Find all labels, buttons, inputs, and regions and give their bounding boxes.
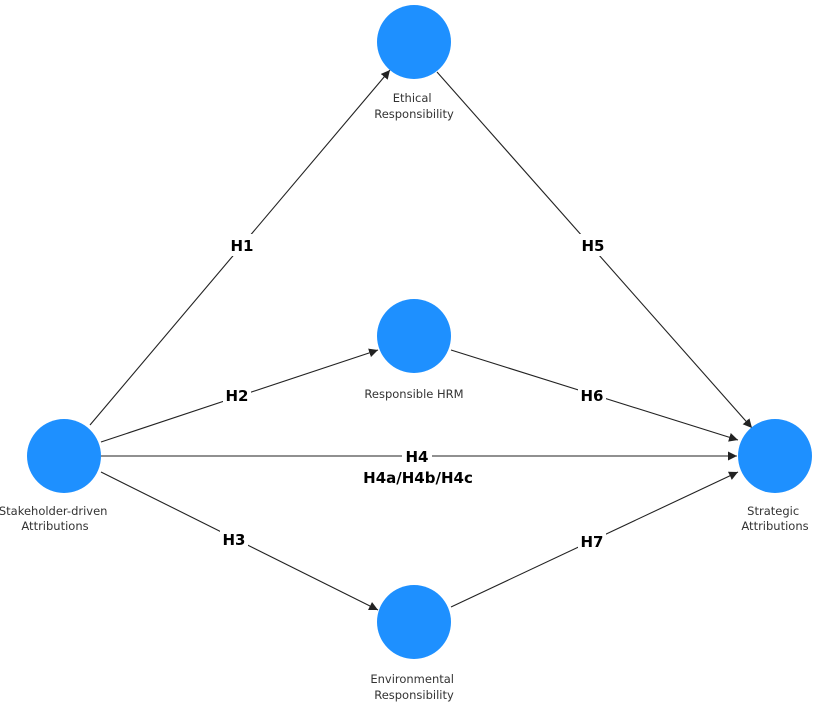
node-label-environmental: Environmental Responsibility [370, 672, 457, 702]
edge-label-h1: H1 [231, 237, 254, 255]
edge-label-h7: H7 [581, 533, 604, 551]
node-label-stakeholder-line-2: Attributions [21, 519, 88, 533]
edge-label-h3: H3 [223, 531, 246, 549]
node-ethical-responsibility [377, 5, 451, 79]
node-label-stakeholder-line-1: Stakeholder-driven [0, 504, 107, 518]
edge-sublabel-h4: H4a/H4b/H4c [363, 469, 473, 487]
edge-label-h4: H4 [406, 448, 429, 466]
node-label-environmental-line-1: Environmental [370, 672, 454, 686]
node-label-hrm-line-1: Responsible HRM [364, 387, 463, 401]
node-strategic-attributions [738, 419, 812, 493]
edge-labels: H1 H2 H3 H4 H4a/H4b/H4c H5 H6 H7 [220, 234, 607, 552]
edge-label-h6: H6 [581, 387, 604, 405]
node-label-ethical-line-1: Ethical [393, 91, 432, 105]
node-label-environmental-line-2: Responsibility [374, 688, 454, 702]
node-label-strategic-line-2: Attributions [741, 519, 808, 533]
node-environmental-responsibility [377, 585, 451, 659]
node-label-strategic-line-1: Strategic [747, 504, 799, 518]
node-label-strategic: Strategic Attributions [741, 504, 808, 533]
node-label-stakeholder: Stakeholder-driven Attributions [0, 504, 111, 533]
edge-label-h2: H2 [226, 387, 249, 405]
node-stakeholder-driven-attributions [27, 419, 101, 493]
edge-label-h5: H5 [582, 237, 605, 255]
node-label-ethical: Ethical Responsibility [374, 91, 454, 121]
node-label-ethical-line-2: Responsibility [374, 107, 454, 121]
nodes [27, 5, 812, 659]
node-responsible-hrm [377, 299, 451, 373]
node-labels: Stakeholder-driven Attributions Ethical … [0, 91, 809, 702]
node-label-hrm: Responsible HRM [364, 387, 463, 401]
